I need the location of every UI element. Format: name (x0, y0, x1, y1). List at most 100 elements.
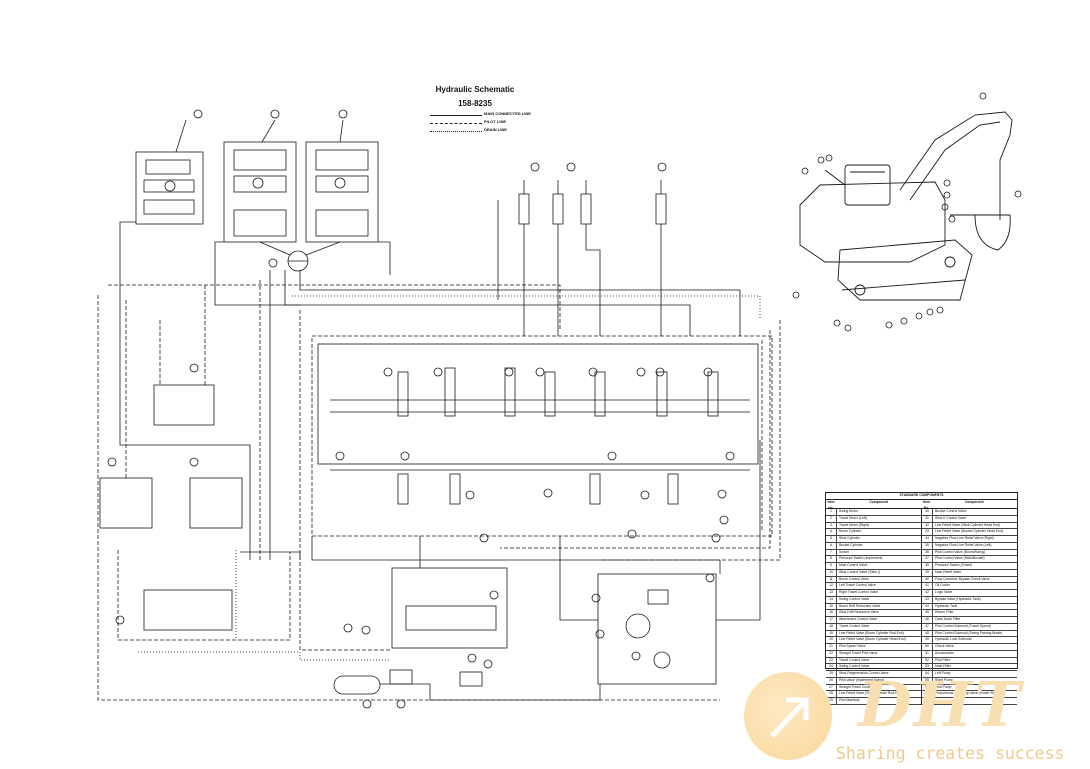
col-component-header-right: Component (964, 500, 984, 504)
component-number: 57 (922, 691, 933, 697)
component-name: Pressure Switch (Travel) (935, 563, 972, 567)
component-name: Return Filter (935, 610, 954, 615)
legend-main-line: MAIN CONNECTED LINE (430, 111, 540, 119)
arrow-icon (770, 697, 809, 738)
component-name: Hydraulic Lock Solenoid (935, 637, 972, 642)
schematic-title: Hydraulic Schematic (435, 85, 515, 94)
component-number: 5 (826, 536, 837, 542)
legend-main-label: MAIN CONNECTED LINE (484, 111, 531, 116)
component-name: Negative Flow Line Relief Valve (Right) (935, 536, 994, 540)
component-name: Flow Combiner Bypass Check Valve (935, 576, 990, 581)
component-name: Stick Control Valve (Stick I) (839, 569, 880, 574)
component-number: 27 (826, 684, 837, 691)
component-table-title: STANDARD COMPONENTS (826, 493, 1017, 500)
component-name: Main Filter (935, 664, 951, 669)
component-table-header: Item No. Component Item No. Component (826, 500, 1017, 510)
component-name: Pilot Valve (Implement Swing) (839, 677, 884, 682)
component-name: Proportional Reducing Valve (Power Shift… (935, 691, 999, 696)
component-name: Line Relief Valve (Stick Cylinder Rod En… (839, 691, 903, 696)
component-name: Case Drain Filter (935, 617, 961, 621)
dht-watermark: DHT Sharing creates success (740, 668, 1085, 768)
component-number: 2 (826, 515, 837, 522)
component-number: 17 (826, 617, 837, 623)
col-component-header-left: Component (869, 500, 889, 504)
component-number: 53 (922, 664, 933, 670)
component-name: Bucket Control Valve (935, 509, 967, 513)
component-name: Travel Control Valve (839, 657, 870, 662)
main-piping (119, 200, 761, 701)
component-number: 45 (922, 610, 933, 616)
component-name: Pilot Manifold (839, 698, 860, 702)
component-number: 13 (826, 590, 837, 596)
component-row (922, 698, 1017, 705)
component-number: 8 (826, 556, 837, 562)
component-name: Negative Flow Line Relief Valve (Left) (935, 542, 992, 547)
component-number: 21 (826, 644, 837, 650)
component-name: Travel Motor (Right) (839, 522, 870, 527)
part-number: 158-8235 (458, 99, 492, 108)
pilot-manifold (391, 567, 508, 649)
component-number: 34 (922, 536, 933, 542)
component-number: 19 (826, 630, 837, 637)
component-number: 10 (826, 569, 837, 576)
component-number: 48 (922, 630, 933, 637)
component-name: Left Pump (935, 671, 951, 675)
col-number-header: Item No. (827, 500, 835, 510)
component-number: 42 (922, 590, 933, 596)
component-number: 24 (826, 664, 837, 670)
component-name: Line Relief Valve (Bucket Cylinder Head … (935, 529, 1004, 534)
component-number: 30 (922, 509, 933, 515)
component-name: Right Travel Control Valve (839, 590, 879, 594)
component-name: Swing Control Valve (839, 664, 870, 669)
pump-group (597, 573, 717, 685)
component-name: Travel Motor (Left) (839, 515, 867, 520)
component-number: 39 (922, 569, 933, 576)
component-name: Accumulator (935, 650, 954, 655)
component-number: 29 (826, 698, 837, 704)
component-number: 51 (922, 650, 933, 657)
component-number: 4 (826, 529, 837, 535)
component-number: 25 (826, 671, 837, 677)
component-number: 56 (922, 684, 933, 691)
travel-motor-right-block (305, 119, 379, 243)
component-number: 41 (922, 583, 933, 589)
component-name: Boom Drift Reduction Valve (839, 603, 881, 608)
component-name: Straight Travel Control Valve (839, 684, 882, 689)
component-name: Boom Control Valve (839, 576, 869, 581)
component-number: 40 (922, 576, 933, 583)
component-name: Swivel (839, 549, 849, 554)
component-name: Attachment Control Valve (839, 617, 878, 621)
excavator-illustration (799, 111, 1013, 301)
watermark-slogan: Sharing creates success (836, 744, 1065, 763)
